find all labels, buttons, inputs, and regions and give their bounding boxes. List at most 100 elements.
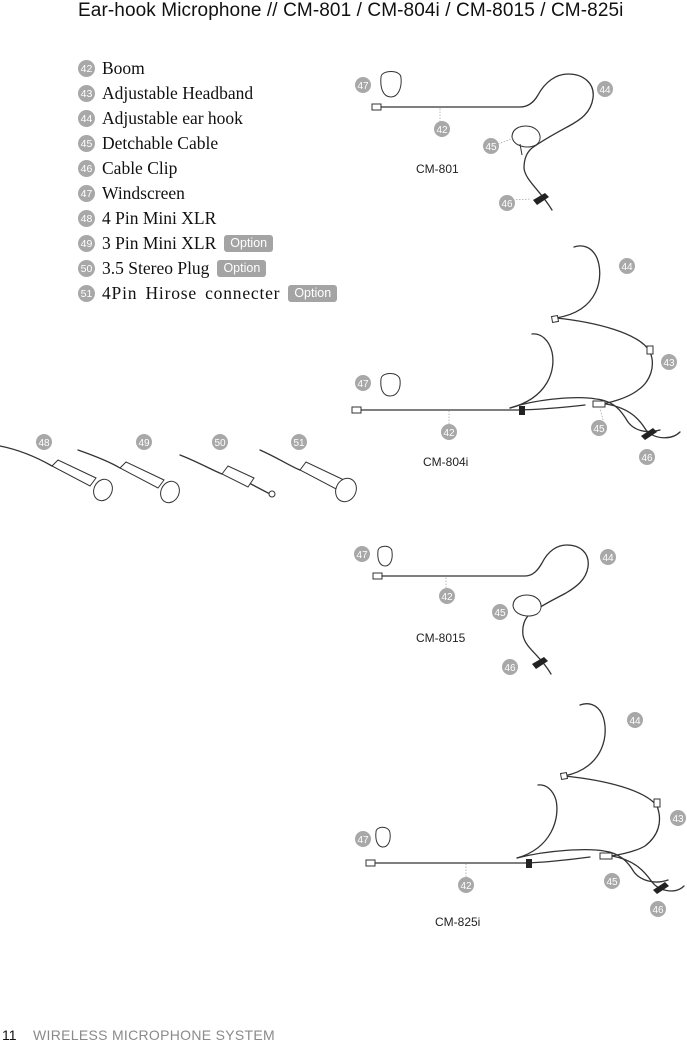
callout-badge: 48 [78,210,95,227]
page-footer: 11 WIRELESS MICROPHONE SYSTEM [2,1027,275,1045]
legend-label: Adjustable ear hook [102,108,243,128]
mic-capsule-icon [372,572,383,580]
model-label-cm801: CM-801 [416,162,459,176]
callout-47: 47 [357,379,369,390]
legend-item-3pin-mini-xlr: 49 3 Pin Mini XLR Option [78,231,337,256]
mini-xlr-4pin-plug-icon [93,478,113,502]
legend-item-cable-clip: 46 Cable Clip [78,156,337,181]
legend-label: 4Pin Hirose connecter [102,283,281,303]
option-tag: Option [224,235,274,252]
cm8015-diagram: 47 44 42 45 46 CM-8015 [354,544,616,675]
parts-legend: 42 Boom 43 Adjustable Headband 44 Adjust… [78,56,338,306]
mini-xlr-4pin-body [51,459,97,487]
callout-47: 47 [356,550,368,561]
windscreen-icon [377,545,393,567]
legend-item-windscreen: 47 Windscreen [78,181,337,206]
callout-badge: 44 [78,110,95,127]
callout-badge: 45 [78,135,95,152]
headband-right [555,317,653,406]
boom-and-ear-hook [381,544,589,675]
callout-44: 44 [599,85,611,96]
headband-left [509,397,661,433]
callout-44: 44 [621,262,633,273]
callout-42: 42 [441,592,453,603]
callout-47: 47 [357,835,369,846]
headband-left [516,849,669,883]
ear-pad-icon [512,594,542,617]
mic-capsule-icon [351,406,362,414]
callout-46: 46 [652,905,664,916]
legend-item-headband: 43 Adjustable Headband [78,81,337,106]
boom-and-ear-hook [380,73,594,211]
callout-badge: 49 [78,235,95,252]
cm825i-diagram: 44 43 47 45 42 46 CM-825i [355,703,686,929]
boom [359,404,586,411]
hirose-plug-icon [335,477,357,503]
windscreen-icon [375,826,391,848]
legend-item-cable: 45 Detchable Cable [78,131,337,156]
callout-46: 46 [501,199,513,210]
mini-xlr-3pin-body [119,461,165,489]
legend-label: Adjustable Headband [102,83,254,103]
ear-hook-right [555,245,601,319]
legend-item-boom: 42 Boom [78,56,337,81]
cable [605,403,681,439]
callout-badge: 43 [78,85,95,102]
callout-45: 45 [494,608,506,619]
callout-badge: 46 [78,160,95,177]
callout-46: 46 [641,453,653,464]
callout-45: 45 [593,424,605,435]
model-label-cm825i: CM-825i [435,915,480,929]
option-tag: Option [217,260,267,277]
legend-label: 4 Pin Mini XLR [102,208,217,228]
stereo-plug-tip-icon [268,490,276,498]
cm801-diagram: 47 44 42 45 46 CM-801 [355,71,613,211]
callout-badge: 51 [78,285,95,302]
mini-xlr-3pin-plug-icon [160,480,180,504]
callout-49: 49 [138,438,150,449]
cm804i-diagram: 44 43 47 45 42 46 CM-804i [351,245,681,469]
callout-badge: 50 [78,260,95,277]
ear-hook-left [509,333,554,409]
legend-label: Windscreen [102,183,185,203]
callout-43: 43 [672,814,684,825]
model-label-cm804i: CM-804i [423,455,468,469]
callout-43: 43 [663,358,675,369]
mic-capsule-icon [371,103,382,111]
option-tag: Option [288,285,338,302]
legend-label: Detchable Cable [102,133,219,153]
callout-47: 47 [357,81,369,92]
windscreen-icon [380,373,401,397]
boom [374,856,591,864]
footer-section-title: WIRELESS MICROPHONE SYSTEM [33,1027,275,1043]
cable-clip-icon [641,428,657,440]
windscreen-icon [380,71,402,98]
legend-label: Cable Clip [102,158,178,178]
ear-pad-icon [511,125,541,148]
cable [611,855,685,892]
callout-51: 51 [293,438,305,449]
callout-badge: 42 [78,60,95,77]
legend-item-4pin-mini-xlr: 48 4 Pin Mini XLR [78,206,337,231]
cable-clip-icon [653,882,669,894]
ear-hook-left [516,784,558,859]
page-number: 11 [2,1027,17,1043]
callout-42: 42 [436,125,448,136]
ear-hook-right [563,703,606,777]
callout-42: 42 [443,428,455,439]
callout-45: 45 [606,877,618,888]
legend-label: 3.5 Stereo Plug [102,258,210,278]
legend-item-hirose: 51 4Pin Hirose connecter Option [78,281,338,306]
cable-clip-icon [532,657,548,669]
legend-item-stereo-plug: 50 3.5 Stereo Plug Option [78,256,337,281]
callout-42: 42 [460,881,472,892]
legend-label: 3 Pin Mini XLR [102,233,217,253]
stereo-plug-body [221,465,255,488]
connector-options: 48 49 50 51 [0,434,357,504]
callout-46: 46 [504,663,516,674]
cable-clip-icon [533,193,549,205]
legend-label: Boom [102,58,145,78]
callout-badge: 47 [78,185,95,202]
model-label-cm8015: CM-8015 [416,631,466,645]
